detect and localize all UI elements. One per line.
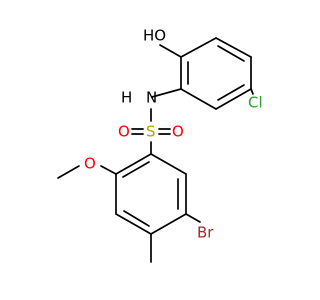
bond bbox=[123, 210, 150, 227]
bond bbox=[115, 153, 152, 175]
molecule-diagram: HO N H Cl S O O O Br bbox=[57, 27, 263, 263]
bond bbox=[150, 153, 187, 175]
hydroxyl-label: HO bbox=[143, 27, 166, 45]
bond bbox=[215, 37, 252, 58]
sulfonyl-oxygen-left-label: O bbox=[118, 123, 130, 141]
bond bbox=[150, 213, 187, 235]
bromine-label: Br bbox=[197, 224, 214, 242]
bond bbox=[217, 84, 245, 101]
bond bbox=[217, 45, 245, 62]
structure-svg: HO N H Cl S O O O Br bbox=[57, 27, 263, 263]
bond bbox=[250, 88, 254, 95]
bond bbox=[100, 165, 117, 175]
bond bbox=[159, 44, 182, 58]
bond bbox=[115, 213, 152, 235]
methoxy-oxygen-label: O bbox=[84, 155, 96, 173]
bond bbox=[122, 161, 150, 178]
sulfonyl-oxygen-right-label: O bbox=[172, 123, 184, 141]
bond bbox=[180, 37, 217, 58]
bond bbox=[185, 213, 201, 223]
bond bbox=[151, 88, 182, 98]
bond bbox=[57, 165, 80, 179]
bond bbox=[215, 88, 252, 110]
amine-n-label: N bbox=[146, 89, 157, 107]
amine-h-label: H bbox=[121, 89, 132, 107]
phenol-ring bbox=[180, 37, 252, 110]
benzene-ring bbox=[115, 153, 187, 235]
chlorine-label: Cl bbox=[248, 94, 263, 112]
sulfur-label: S bbox=[146, 123, 156, 141]
bond bbox=[180, 88, 217, 110]
